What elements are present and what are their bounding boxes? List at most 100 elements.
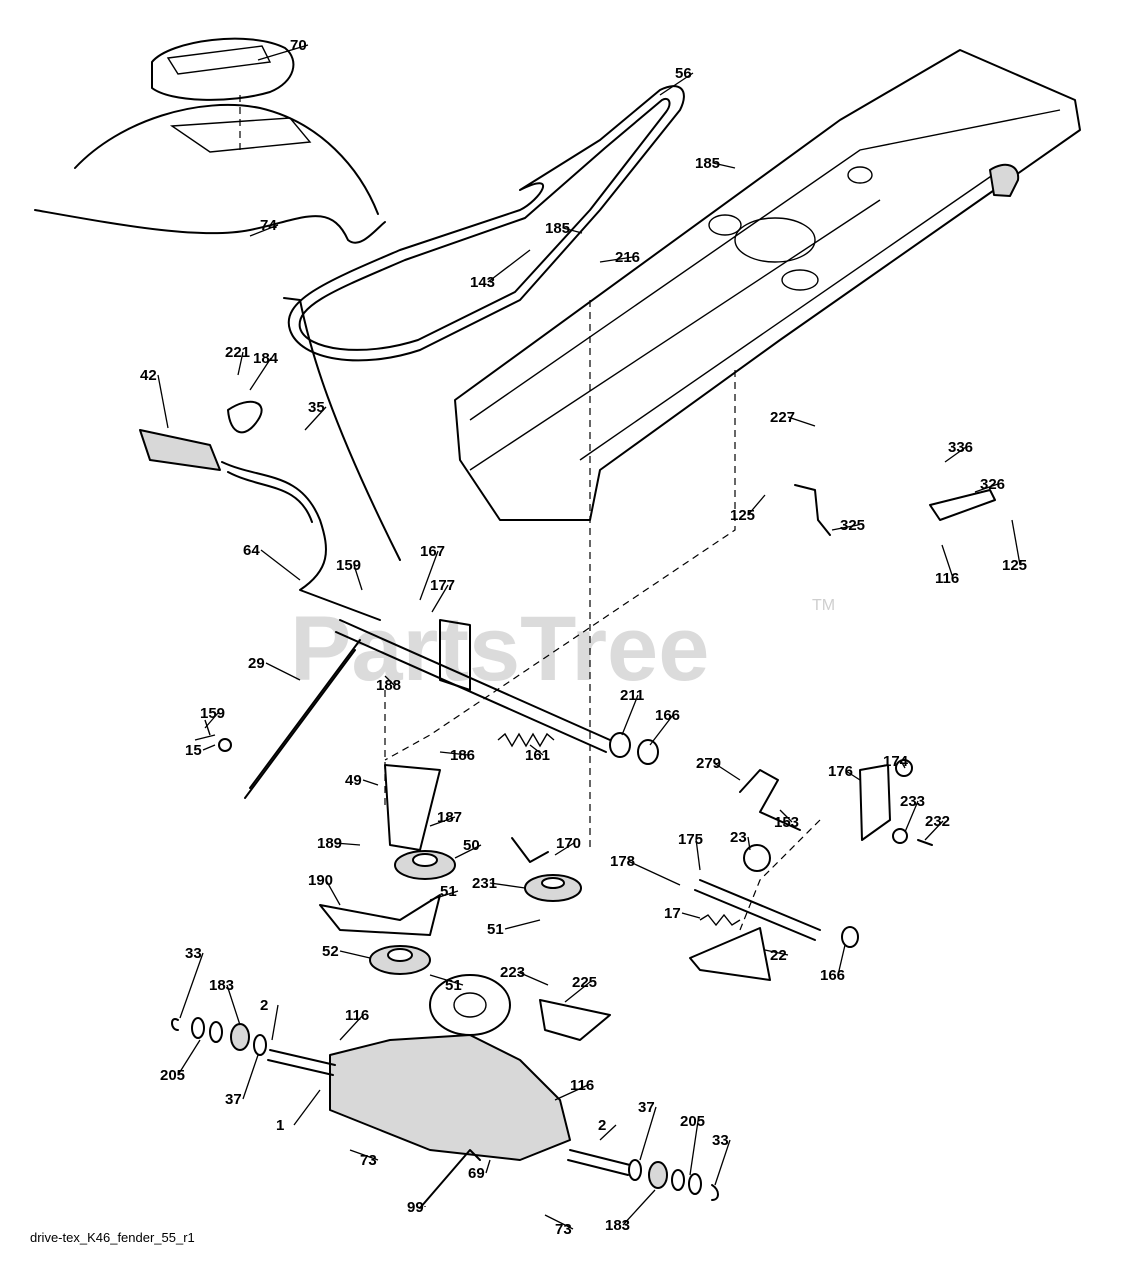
bolt-232: [917, 839, 933, 846]
bracket-170: [511, 837, 549, 863]
callout-label-37: 37: [638, 1099, 655, 1116]
right-axle-hardware: [628, 1159, 719, 1201]
shift-rod-35: [283, 297, 401, 561]
spacer-37-right: [628, 1159, 642, 1181]
clip-33-left: [171, 1018, 179, 1031]
assembly-guides: [239, 95, 821, 931]
watermark-text: PartsTree: [290, 598, 709, 700]
washer-205-left-a: [191, 1017, 205, 1039]
callout-label-279: 279: [696, 755, 721, 772]
callout-label-221: 221: [225, 344, 250, 361]
idler-bracket-189: [384, 764, 441, 851]
callout-leader-2: [271, 1004, 279, 1041]
callout-label-216: 216: [615, 249, 640, 266]
callout-label-233: 233: [900, 793, 925, 810]
shaft-175-edge: [694, 889, 816, 941]
callout-label-116: 116: [345, 1007, 369, 1024]
callout-leader-205: [689, 1120, 699, 1176]
callout-leader-227: [787, 416, 816, 427]
frame-body: [454, 49, 1081, 521]
pulley-52-hub: [387, 948, 413, 962]
callout-leader-73: [544, 1214, 574, 1230]
callout-leader-177: [431, 584, 449, 613]
callout-leader-51: [504, 919, 541, 930]
callout-leader-22: [764, 949, 789, 956]
fender-opening: [169, 117, 312, 153]
fender-lower-edge: [34, 209, 386, 244]
callout-leader-159: [204, 712, 219, 729]
callout-label-205: 205: [680, 1113, 705, 1130]
callout-leader-33: [179, 952, 204, 1019]
callout-leader-64: [260, 549, 301, 581]
left-axle-top: [269, 1049, 336, 1066]
spacer-37-left: [253, 1034, 267, 1056]
callout-leader-116: [941, 544, 954, 579]
callout-leader-33: [714, 1139, 731, 1186]
callout-label-51: 51: [445, 977, 462, 994]
washer-233: [892, 828, 908, 844]
callout-leader-125: [1011, 519, 1021, 566]
callout-leader-56: [659, 72, 694, 96]
callout-leader-153: [779, 809, 793, 823]
rod-29-top: [249, 639, 361, 789]
callout-label-56: 56: [675, 65, 692, 82]
callout-label-153: 153: [774, 814, 799, 831]
frame-opening-center: [734, 217, 816, 263]
callout-label-52: 52: [322, 943, 339, 960]
callout-label-33: 33: [185, 945, 202, 962]
shaft-bracket: [439, 619, 471, 691]
diagram-caption: drive-tex_K46_fender_55_r1: [30, 1230, 195, 1245]
frame-hole: [847, 166, 873, 184]
cross-shaft: [335, 619, 659, 765]
bracket-325: [794, 484, 831, 536]
bracket-225: [539, 999, 611, 1041]
callout-leader-1: [293, 1089, 321, 1126]
callout-leader-326: [974, 483, 999, 493]
oring-23: [743, 844, 771, 872]
washer-15: [218, 738, 232, 752]
callout-leader-70: [257, 44, 309, 61]
callout-leader-175: [695, 838, 701, 871]
callout-leader-170: [554, 842, 575, 856]
callout-leader-37: [639, 1106, 657, 1161]
fan-hub: [453, 992, 487, 1018]
idler-arm-190: [319, 894, 441, 936]
right-axle-top: [569, 1149, 631, 1166]
callout-label-211: 211: [620, 687, 644, 704]
callout-leader-221: [237, 351, 244, 376]
callout-leader-223: [517, 971, 549, 986]
callout-leader-50: [454, 844, 482, 859]
callout-label-188: 188: [376, 677, 401, 694]
washer-166: [637, 739, 659, 765]
lever-rod: [221, 461, 381, 621]
right-axle-bottom: [567, 1159, 629, 1176]
callout-leader-29: [265, 662, 301, 681]
lever-279: [739, 769, 801, 831]
pulley-231-hub: [541, 877, 565, 889]
drive-belt: [287, 85, 685, 362]
callout-label-187: 187: [437, 809, 462, 826]
callout-leader-233: [904, 800, 919, 833]
callout-label-183: 183: [209, 977, 234, 994]
callout-leader-125: [747, 494, 766, 516]
callout-leader-189: [334, 842, 361, 846]
callout-label-116: 116: [935, 570, 959, 587]
frame-rail-top: [469, 109, 1061, 421]
linkage-rod: [194, 639, 361, 799]
callout-label-166: 166: [655, 707, 680, 724]
callout-label-336: 336: [948, 439, 973, 456]
shaft-bottom: [335, 631, 607, 753]
brake-assembly: [689, 759, 933, 981]
callout-label-225: 225: [572, 974, 597, 991]
callout-leader-178: [627, 860, 681, 886]
callout-label-232: 232: [925, 813, 950, 830]
fender-seat-recess: [166, 45, 272, 75]
callout-label-70: 70: [290, 37, 307, 54]
bushing-211: [609, 732, 631, 758]
frame-rail-right: [579, 169, 1001, 461]
callout-label-185: 185: [545, 220, 570, 237]
callout-leader-37: [242, 1054, 259, 1100]
callout-leader-174: [900, 760, 906, 769]
